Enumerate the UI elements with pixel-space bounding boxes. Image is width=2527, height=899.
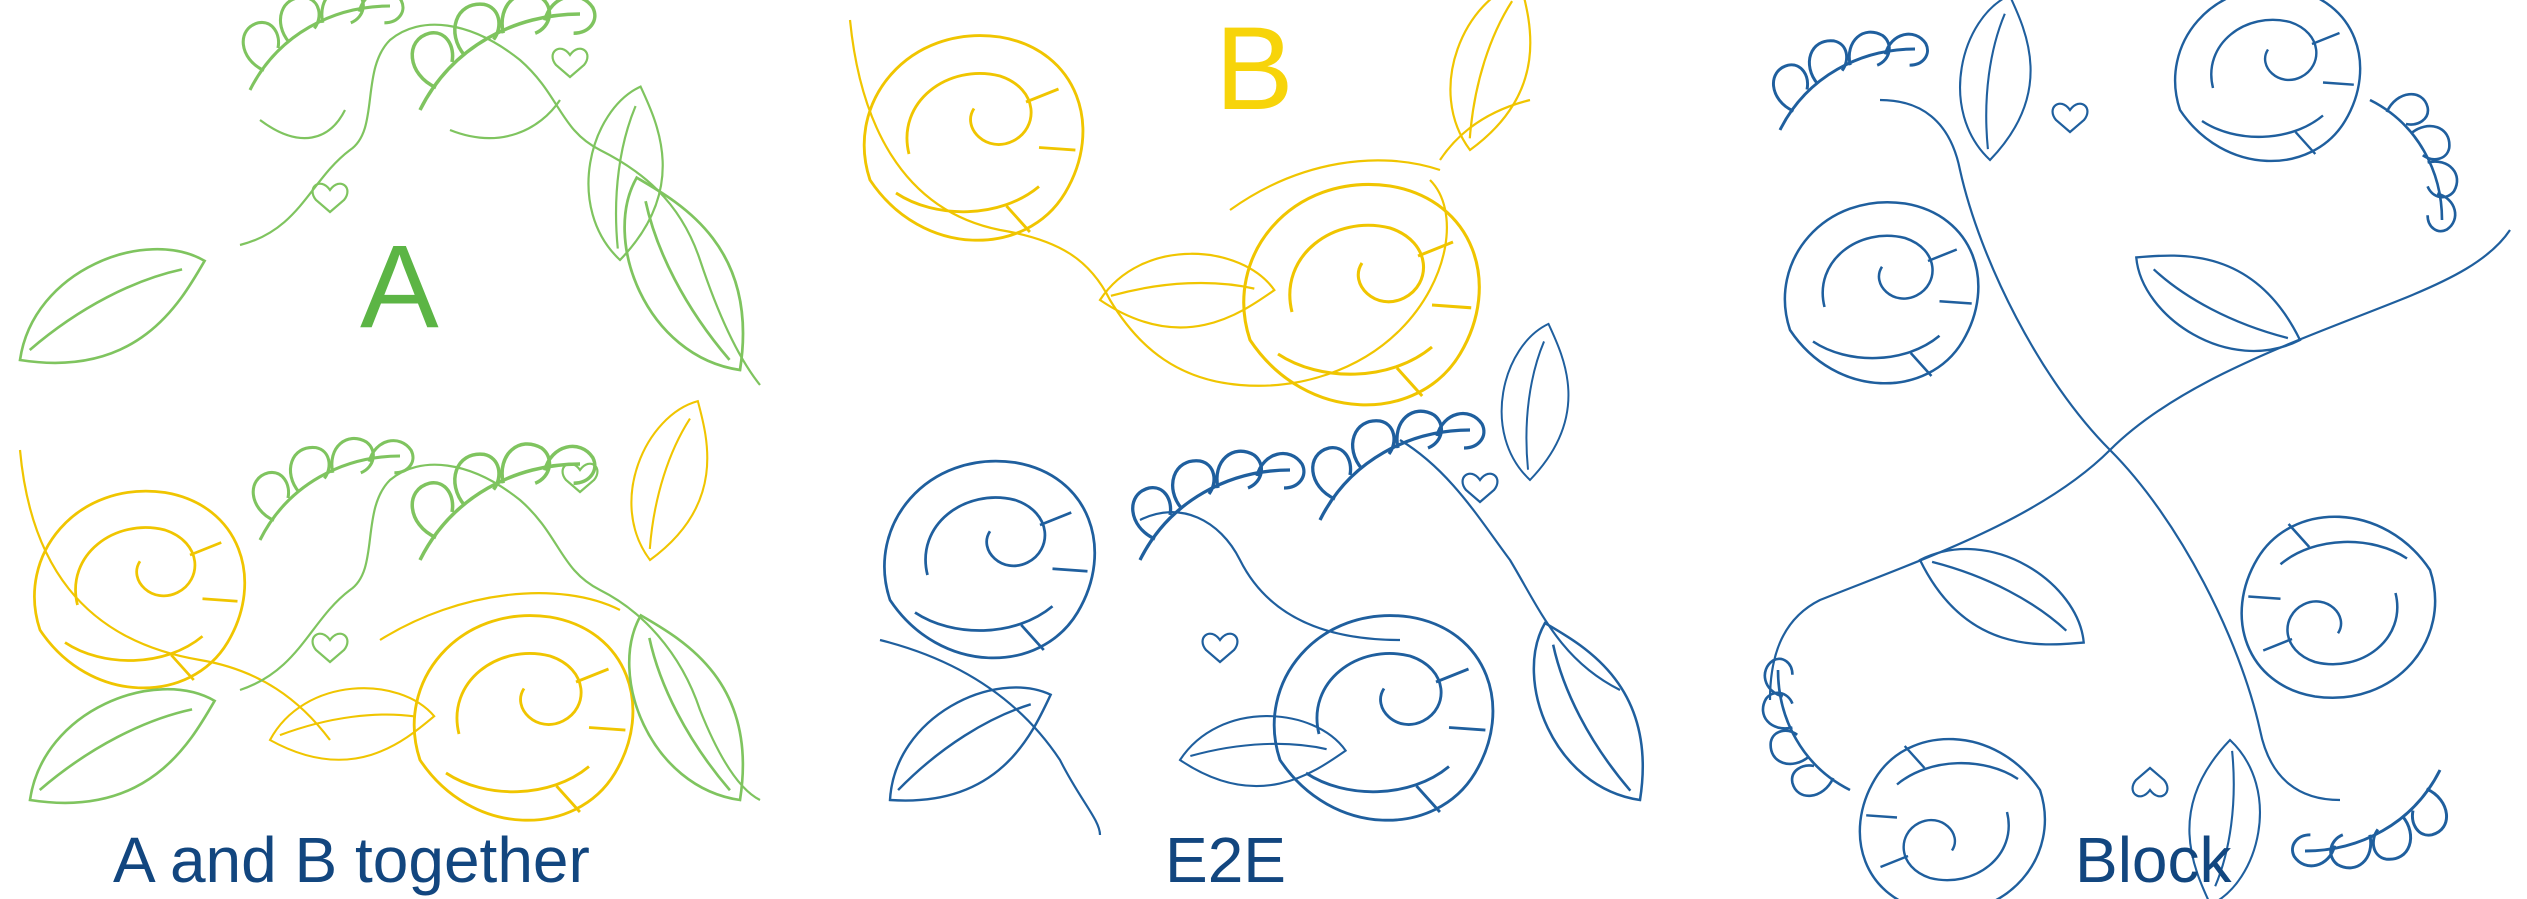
block-caption: Block xyxy=(2075,824,2232,896)
together-caption: A and B together xyxy=(113,824,590,896)
part-b-label: B xyxy=(1215,3,1294,135)
motif-e2e xyxy=(864,315,1658,836)
e2e-caption: E2E xyxy=(1165,824,1286,896)
motif-a-green xyxy=(0,0,761,392)
motif-b-yellow xyxy=(848,0,1569,407)
motif-block xyxy=(1761,0,2511,899)
motif-ab-combined xyxy=(8,388,761,822)
part-a-label: A xyxy=(360,221,439,353)
